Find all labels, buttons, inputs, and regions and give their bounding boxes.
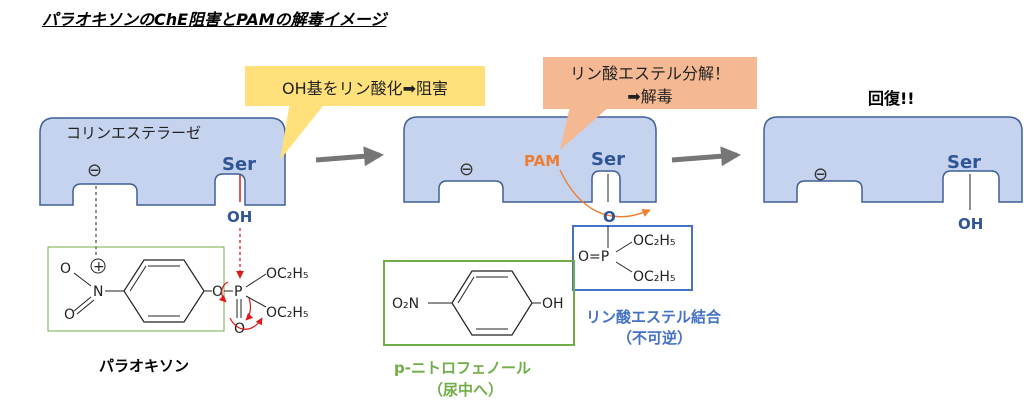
bound-ethoxy-upper: OC₂H₅: [633, 233, 676, 249]
paraoxon-name: パラオキソン: [99, 357, 189, 375]
n-o-bond-lower-2: [76, 299, 95, 315]
paraoxon-ethoxy-lower: OC₂H₅: [266, 305, 309, 321]
step-arrow-2: [671, 146, 741, 167]
enzyme-1-residue: Ser: [222, 154, 256, 175]
enzyme-2-body: [403, 116, 657, 203]
page-title: パラオキソンのChE阻害とPAMの解毒イメージ: [42, 10, 387, 29]
p-ethoxy-bond-upper: [245, 273, 267, 288]
bound-phosphate-subcaption: （不可逆）: [617, 329, 692, 347]
bound-ethoxy-bond-upper: [615, 241, 633, 253]
hydrolysis-callout: [543, 57, 757, 150]
p-nitrophenol-molecule: O₂N OH: [383, 260, 575, 346]
nitro-plus-charge: [90, 258, 106, 274]
enzyme-1: コリンエステラーゼ Ser ⊖ OH: [39, 117, 286, 226]
p-ethoxy-bond-lower: [245, 295, 267, 308]
nitro-plus-label: +: [93, 259, 105, 275]
benzene-double-3: [129, 265, 147, 292]
paraoxon-phosphorus: P: [234, 284, 242, 300]
enzyme-3-anionic-site: ⊖: [813, 164, 828, 185]
enzyme-name-label: コリンエステラーゼ: [66, 124, 201, 142]
enzyme-2: Ser ⊖ PAM: [403, 116, 657, 203]
bound-ethoxy-bond-lower: [615, 261, 633, 273]
step-arrow-1: [315, 146, 384, 167]
inhibition-callout-text: OH基をリン酸化➡阻害: [281, 79, 449, 98]
bound-phosphate-box: [572, 225, 693, 291]
p-nitrophenol-box: [383, 260, 575, 346]
bound-ethoxy-lower: OC₂H₅: [633, 269, 676, 285]
nitro-nitrogen: N: [93, 284, 103, 300]
paraoxon-highlight-box: [47, 246, 225, 332]
enzyme-1-body: [39, 117, 286, 206]
hydrolysis-callout-text-2: ➡解毒: [627, 87, 673, 106]
electron-arrow-1: [218, 281, 229, 303]
enzyme-3-body: [763, 116, 1023, 203]
bound-phosphate: O O=P OC₂H₅ OC₂H₅: [572, 208, 693, 291]
hydrolysis-callout-pointer: [560, 106, 610, 150]
bound-phosphate-caption: リン酸エステル結合: [586, 308, 722, 326]
p-nitrophenol-name: p-ニトロフェノール: [394, 359, 531, 377]
nitro-oxygen-upper: O: [60, 261, 71, 277]
enzyme-2-anionic-site: ⊖: [459, 159, 474, 180]
paraoxon-molecule: + O N O O P OC₂H₅ OC₂H₅ O: [47, 246, 309, 337]
bridge-oxygen: O: [603, 208, 616, 226]
phenoxy-oxygen: O: [212, 284, 223, 300]
n-o-bond-upper: [73, 272, 92, 287]
recovered-label: 回復!!: [868, 89, 915, 108]
inhibition-callout: [245, 66, 485, 160]
p-nitrophenol-hydroxyl: OH: [542, 296, 564, 312]
p-nitrophenol-destination: （尿中へ）: [428, 381, 503, 399]
pam-cleavage-arrow: [559, 169, 651, 218]
pnp-double-3: [457, 276, 475, 304]
hydrolysis-callout-box: [543, 57, 757, 109]
phosphoryl-oxygen: O: [234, 321, 245, 337]
electron-arrow-2: [245, 297, 254, 321]
enzyme-3-residue: Ser: [947, 152, 981, 173]
electron-arrow-3: [229, 317, 263, 330]
hydrolysis-callout-text-1: リン酸エステル分解！: [569, 64, 730, 83]
enzyme-2-residue: Ser: [591, 149, 625, 170]
pam-label: PAM: [524, 152, 560, 170]
paraoxon-ethoxy-upper: OC₂H₅: [266, 266, 309, 282]
nitro-oxygen-lower: O: [64, 307, 75, 323]
n-o-bond-lower-1: [73, 296, 92, 312]
pnp-benzene-ring: [451, 270, 533, 336]
inhibition-callout-pointer: [280, 102, 326, 160]
inhibition-callout-box: [245, 66, 485, 106]
benzene-ring: [123, 259, 205, 323]
phosphoryl-group: O=P: [578, 249, 609, 265]
enzyme-3-hydroxyl: OH: [958, 215, 983, 233]
p-nitrophenol-nitro: O₂N: [392, 296, 419, 312]
enzyme-1-hydroxyl: OH: [227, 208, 252, 226]
enzyme-1-anionic-site: ⊖: [87, 160, 102, 181]
enzyme-3: Ser ⊖ OH: [763, 116, 1023, 233]
